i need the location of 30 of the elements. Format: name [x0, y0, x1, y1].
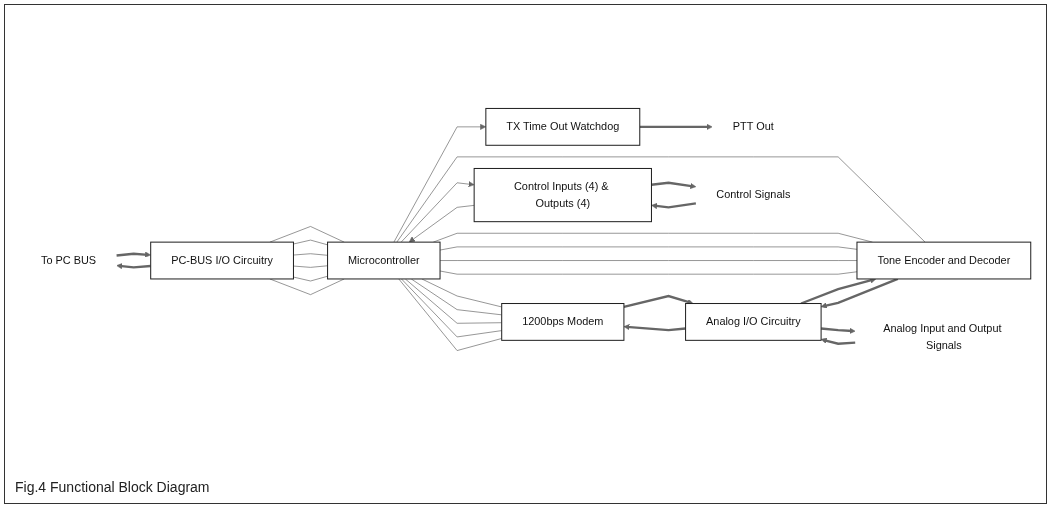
arrow	[116, 251, 151, 258]
caption: Fig.4 Functional Block Diagram	[15, 479, 210, 495]
arrow	[651, 181, 697, 189]
node-box	[327, 241, 441, 280]
node-box	[501, 303, 625, 341]
arrow	[651, 202, 697, 209]
arrow	[623, 294, 694, 309]
connector	[269, 226, 345, 243]
node-box	[685, 303, 822, 341]
arrow	[623, 324, 686, 332]
connector	[293, 253, 328, 256]
node-box	[856, 241, 1032, 280]
node-text: Analog Input and Output Signals	[883, 322, 1002, 351]
node-text: To PC BUS	[40, 254, 97, 266]
arrow	[116, 263, 151, 270]
arrow	[820, 337, 856, 345]
node-text: Control Signals	[716, 188, 791, 201]
connector	[293, 275, 328, 282]
node-box	[473, 167, 652, 223]
node-box	[150, 241, 294, 280]
arrow	[639, 123, 713, 130]
arrow	[800, 277, 877, 305]
node-text: PTT Out	[732, 120, 774, 133]
connector	[293, 265, 328, 268]
node-box	[485, 107, 641, 146]
connector	[269, 278, 345, 295]
figure-frame: To PC BUS PC-BUS I/O Circuitry Microcontroller TX Time Out Watchdog PTT Out 1200bps Modem Tone Encoder and Decoder Analog I/O Circuitry Analog Input and Output Signals Control Inputs (4) & Outputs (4) Control Signals Fig.4 Functional Block Diagram	[4, 4, 1047, 504]
arrow	[820, 277, 899, 309]
arrow	[821, 327, 856, 334]
connector	[293, 239, 328, 246]
